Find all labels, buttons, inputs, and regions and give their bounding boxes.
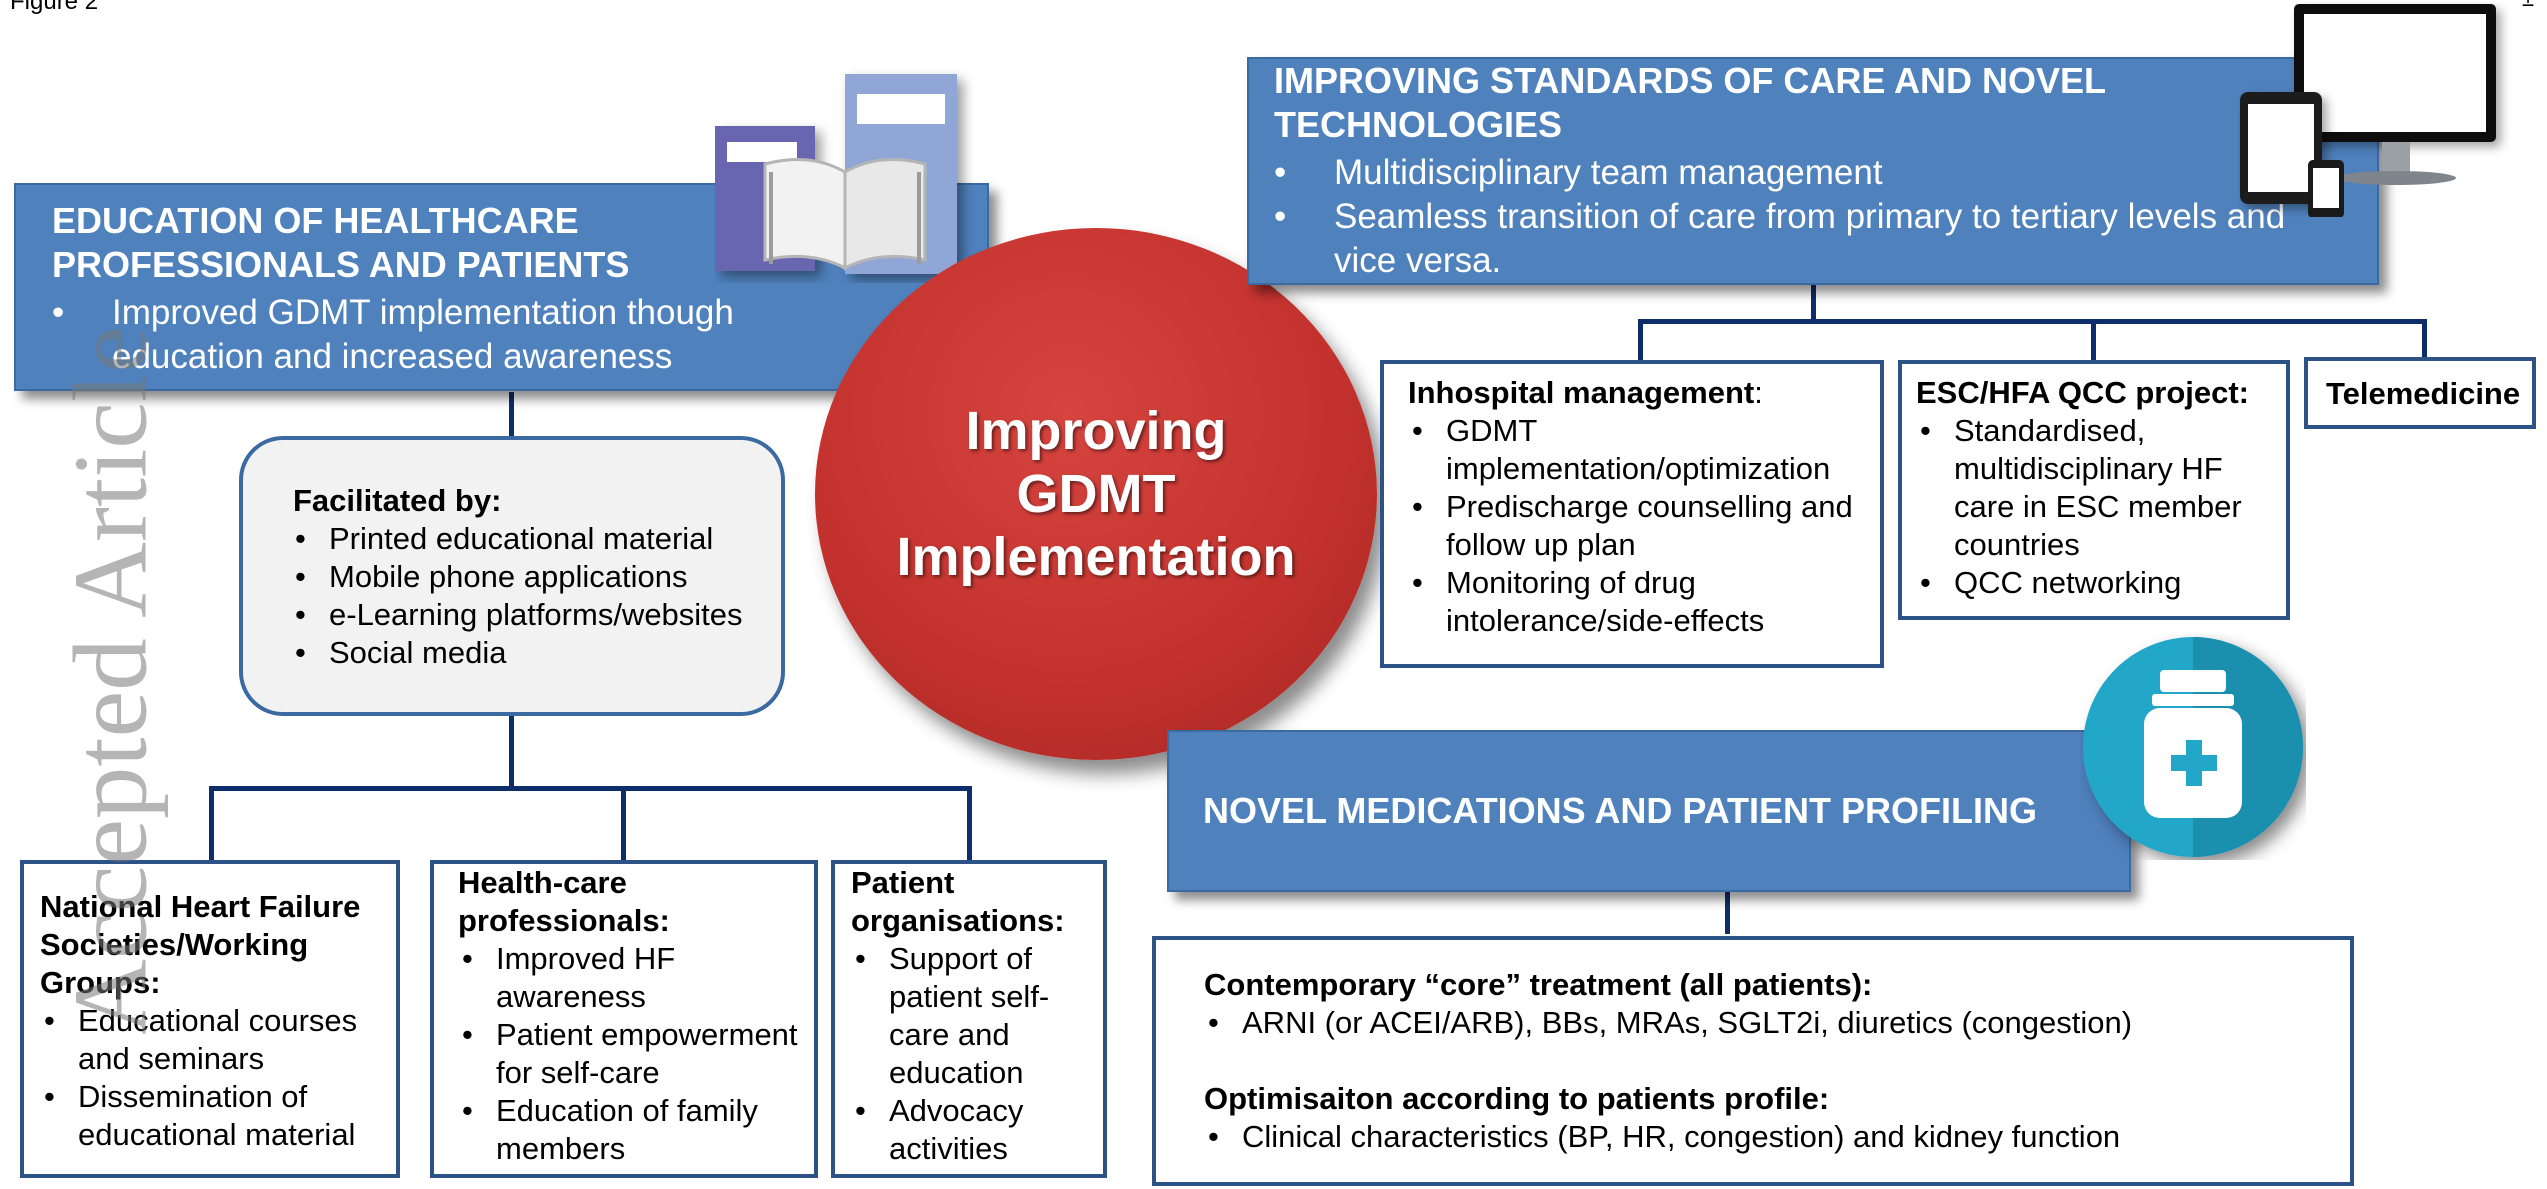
center-circle: Improving GDMT Implementation bbox=[815, 228, 1377, 760]
hcp-item: Patient empowerment for self-care bbox=[458, 1016, 806, 1092]
hcp-item: Education of family members bbox=[458, 1092, 806, 1168]
hcp-list: Improved HF awareness Patient empowermen… bbox=[458, 940, 806, 1168]
novel-opt-list: Clinical characteristics (BP, HR, conges… bbox=[1204, 1118, 2342, 1156]
novel-opt-heading: Optimisaiton according to patients profi… bbox=[1204, 1081, 1830, 1116]
qcc-box: ESC/HFA QCC project: Standardised, multi… bbox=[1898, 360, 2290, 620]
standards-title-line2: TECHNOLOGIES bbox=[1274, 104, 1563, 145]
figure-label: Figure 2 bbox=[10, 0, 99, 15]
inhospital-list: GDMT implementation/optimization Predisc… bbox=[1408, 412, 1872, 640]
patient-orgs-list: Support of patient self-care and educati… bbox=[851, 940, 1095, 1168]
national-list: Educational courses and seminars Dissemi… bbox=[40, 1002, 388, 1154]
facilitated-item: e-Learning platforms/websites bbox=[293, 596, 781, 634]
medicine-bottle-icon bbox=[2080, 634, 2306, 860]
standards-bullets: Multidisciplinary team management Seamle… bbox=[1274, 151, 2294, 283]
inhospital-item: Monitoring of drug intolerance/side-effe… bbox=[1408, 564, 1872, 640]
facilitated-list: Printed educational material Mobile phon… bbox=[293, 520, 781, 672]
novel-content-box: Contemporary “core” treatment (all patie… bbox=[1152, 936, 2354, 1186]
qcc-heading: ESC/HFA QCC project: bbox=[1916, 375, 2249, 410]
standards-banner: IMPROVING STANDARDS OF CARE AND NOVEL TE… bbox=[1247, 57, 2379, 285]
patient-orgs-box: Patient organisations: Support of patien… bbox=[831, 860, 1107, 1178]
novel-opt-item: Clinical characteristics (BP, HR, conges… bbox=[1204, 1118, 2342, 1156]
inhospital-heading-wrap: Inhospital management: bbox=[1408, 374, 1872, 412]
inhospital-heading: Inhospital management bbox=[1408, 375, 1755, 410]
education-bullet: Improved GDMT implementation though educ… bbox=[52, 291, 812, 379]
national-box: National Heart Failure Societies/Working… bbox=[20, 860, 400, 1178]
center-line1: Improving bbox=[965, 400, 1227, 461]
telemedicine-label: Telemedicine bbox=[2326, 376, 2521, 411]
education-bullets: Improved GDMT implementation though educ… bbox=[52, 291, 812, 379]
novel-core-heading: Contemporary “core” treatment (all patie… bbox=[1204, 967, 1873, 1002]
inhospital-box: Inhospital management: GDMT implementati… bbox=[1380, 360, 1884, 668]
patient-orgs-item: Support of patient self-care and educati… bbox=[851, 940, 1095, 1092]
hcp-box: Health-care professionals: Improved HF a… bbox=[430, 860, 818, 1178]
standards-bullet: Multidisciplinary team management bbox=[1274, 151, 2294, 195]
qcc-list: Standardised, multidisciplinary HF care … bbox=[1916, 412, 2278, 602]
hcp-item: Improved HF awareness bbox=[458, 940, 806, 1016]
center-line2: GDMT bbox=[1016, 463, 1176, 524]
devices-icon bbox=[2238, 2, 2538, 218]
national-item: Educational courses and seminars bbox=[40, 1002, 388, 1078]
education-banner: EDUCATION OF HEALTHCARE PROFESSIONALS AN… bbox=[14, 183, 989, 391]
novel-banner: NOVEL MEDICATIONS AND PATIENT PROFILING bbox=[1167, 730, 2131, 892]
qcc-item: Standardised, multidisciplinary HF care … bbox=[1916, 412, 2278, 564]
novel-core-item: ARNI (or ACEI/ARB), BBs, MRAs, SGLT2i, d… bbox=[1204, 1004, 2342, 1042]
novel-core-list: ARNI (or ACEI/ARB), BBs, MRAs, SGLT2i, d… bbox=[1204, 1004, 2342, 1042]
accepted-article-watermark: Accepted Article bbox=[51, 326, 169, 1035]
inhospital-item: Predischarge counselling and follow up p… bbox=[1408, 488, 1872, 564]
national-heading: National Heart Failure Societies/Working… bbox=[40, 889, 361, 1000]
inhospital-heading-suffix: : bbox=[1754, 375, 1763, 410]
facilitated-item: Printed educational material bbox=[293, 520, 781, 558]
facilitated-item: Mobile phone applications bbox=[293, 558, 781, 596]
education-title-line1: EDUCATION OF HEALTHCARE bbox=[52, 200, 579, 241]
novel-title: NOVEL MEDICATIONS AND PATIENT PROFILING bbox=[1203, 790, 2038, 831]
facilitated-heading: Facilitated by: bbox=[293, 483, 502, 518]
center-line3: Implementation bbox=[896, 526, 1296, 587]
telemedicine-box: Telemedicine bbox=[2304, 357, 2536, 429]
hcp-heading: Health-care professionals: bbox=[458, 865, 670, 938]
patient-orgs-item: Advocacy activities bbox=[851, 1092, 1095, 1168]
qcc-item: QCC networking bbox=[1916, 564, 2278, 602]
corner-glyph: ± bbox=[2522, 0, 2534, 12]
standards-bullet: Seamless transition of care from primary… bbox=[1274, 195, 2294, 283]
national-item: Dissemination of educational material bbox=[40, 1078, 388, 1154]
patient-orgs-heading: Patient organisations: bbox=[851, 865, 1065, 938]
education-title-line2: PROFESSIONALS AND PATIENTS bbox=[52, 244, 630, 285]
facilitated-box: Facilitated by: Printed educational mate… bbox=[239, 436, 785, 716]
facilitated-item: Social media bbox=[293, 634, 781, 672]
inhospital-item: GDMT implementation/optimization bbox=[1408, 412, 1872, 488]
standards-title-line1: IMPROVING STANDARDS OF CARE AND NOVEL bbox=[1274, 60, 2107, 101]
books-icon bbox=[715, 68, 975, 283]
